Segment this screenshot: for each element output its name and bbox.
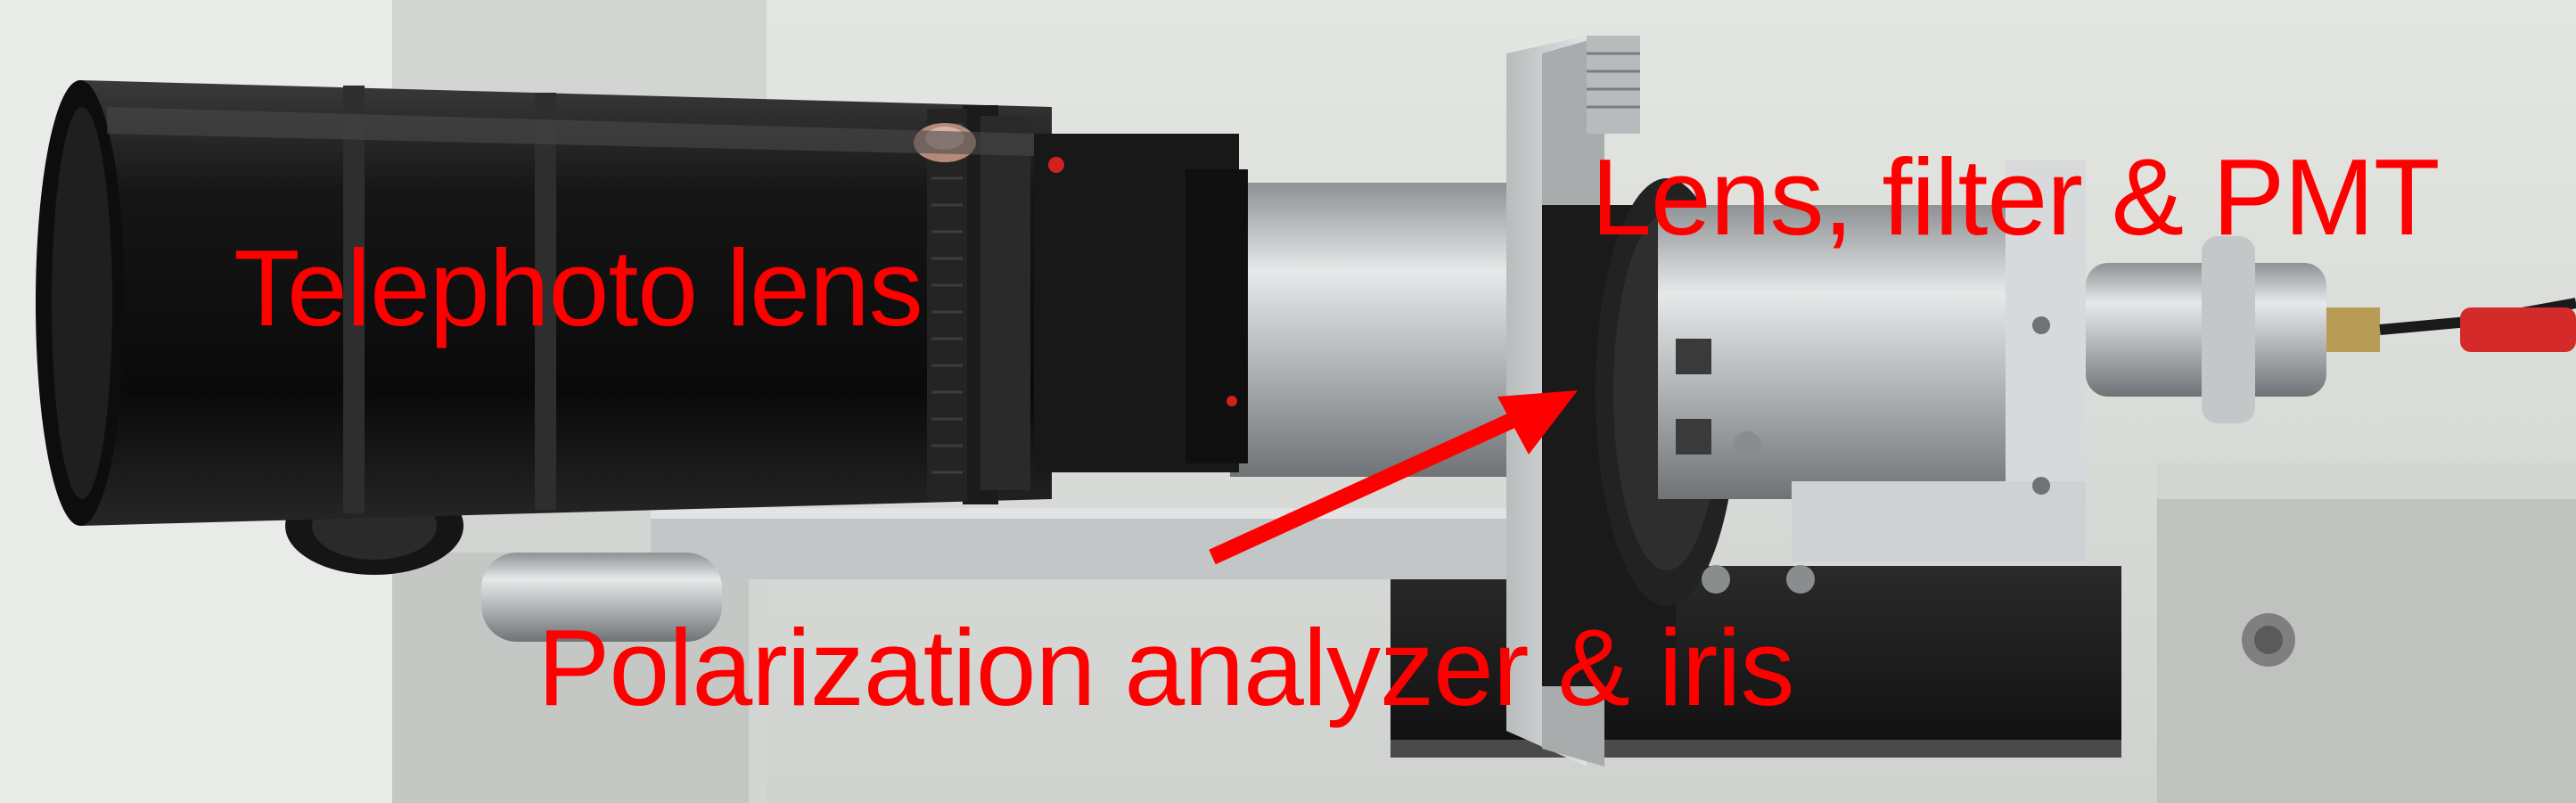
polarization-analyzer-label: Polarization analyzer & iris xyxy=(537,607,1794,728)
lens-filter-pmt-housing xyxy=(1658,205,2014,499)
pmt-bracket xyxy=(2006,160,2086,561)
support-cylinder xyxy=(481,553,722,642)
telephoto-lens-label: Telephoto lens xyxy=(234,227,923,348)
lens-filter-pmt-label: Lens, filter & PMT xyxy=(1591,136,2441,258)
annotation-arrow xyxy=(1209,390,1578,565)
lens-base-plate xyxy=(651,508,1578,579)
right-block xyxy=(2157,463,2576,803)
